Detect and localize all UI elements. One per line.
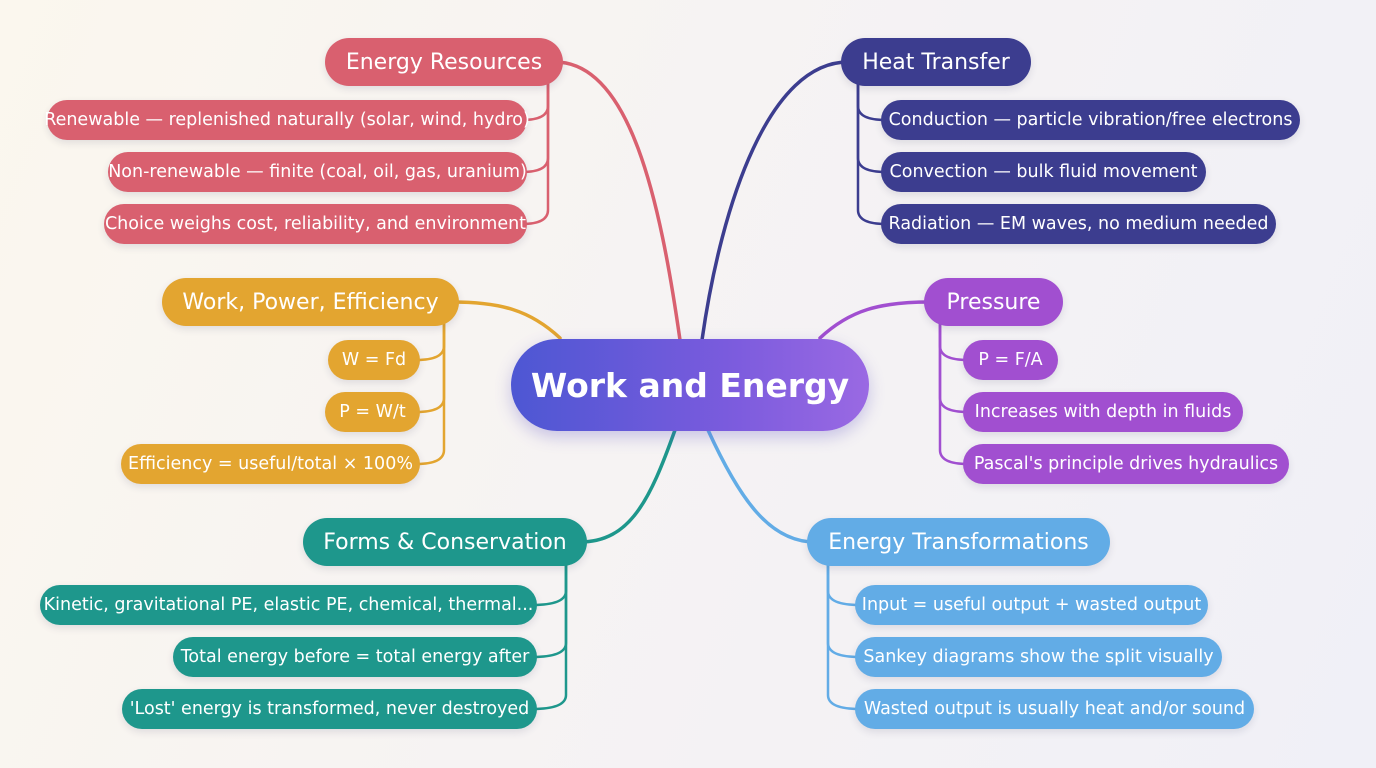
leaf-choice[interactable]: Choice weighs cost, reliability, and env…: [104, 204, 527, 244]
link-work: [450, 300, 562, 340]
branch-heat-transfer[interactable]: Heat Transfer: [841, 38, 1031, 86]
leaf-non-renewable[interactable]: Non-renewable — finite (coal, oil, gas, …: [108, 152, 527, 192]
leaf-efficiency-formula[interactable]: Efficiency = useful/total × 100%: [121, 444, 420, 484]
leaf-link-resources-2: [520, 78, 550, 226]
leaf-wasted-output[interactable]: Wasted output is usually heat and/or sou…: [855, 689, 1254, 729]
leaf-input-output[interactable]: Input = useful output + wasted output: [855, 585, 1208, 625]
leaf-link-pressure-2: [938, 318, 970, 466]
leaf-lost-energy[interactable]: 'Lost' energy is transformed, never dest…: [122, 689, 537, 729]
branch-energy-transformations[interactable]: Energy Transformations: [807, 518, 1110, 566]
leaf-link-work-1: [414, 318, 446, 414]
leaf-radiation[interactable]: Radiation — EM waves, no medium needed: [881, 204, 1276, 244]
leaf-renewable[interactable]: Renewable — replenished naturally (solar…: [44, 100, 530, 140]
leaf-link-transformations-2: [826, 558, 862, 711]
branch-pressure[interactable]: Pressure: [924, 278, 1063, 326]
link-pressure: [818, 300, 932, 340]
leaf-work-formula[interactable]: W = Fd: [328, 340, 420, 380]
leaf-link-work-2: [414, 318, 446, 466]
leaf-power-formula[interactable]: P = W/t: [325, 392, 420, 432]
link-forms: [578, 428, 677, 544]
leaf-depth[interactable]: Increases with depth in fluids: [963, 392, 1243, 432]
leaf-link-heat-2: [856, 78, 888, 226]
leaf-convection[interactable]: Convection — bulk fluid movement: [881, 152, 1206, 192]
link-transformations: [706, 428, 817, 544]
leaf-link-forms-1: [530, 558, 568, 659]
leaf-pressure-formula[interactable]: P = F/A: [963, 340, 1058, 380]
leaf-link-forms-0: [530, 558, 568, 607]
link-resources: [553, 60, 682, 342]
center-topic[interactable]: Work and Energy: [511, 339, 869, 431]
leaf-forms-list[interactable]: Kinetic, gravitational PE, elastic PE, c…: [40, 585, 537, 625]
branch-forms-conservation[interactable]: Forms & Conservation: [303, 518, 587, 566]
leaf-conduction[interactable]: Conduction — particle vibration/free ele…: [881, 100, 1300, 140]
leaf-link-work-0: [414, 318, 446, 362]
link-heat: [700, 60, 850, 342]
leaf-conservation[interactable]: Total energy before = total energy after: [173, 637, 537, 677]
branch-energy-resources[interactable]: Energy Resources: [325, 38, 563, 86]
branch-work-power-efficiency[interactable]: Work, Power, Efficiency: [162, 278, 459, 326]
leaf-sankey[interactable]: Sankey diagrams show the split visually: [855, 637, 1222, 677]
leaf-link-forms-2: [530, 558, 568, 711]
leaf-pascal[interactable]: Pascal's principle drives hydraulics: [963, 444, 1289, 484]
